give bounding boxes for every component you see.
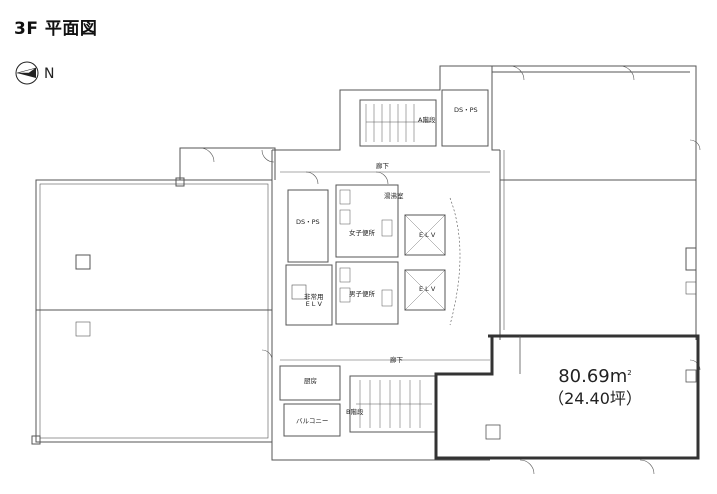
label-service-elv: 非常用 E L V: [304, 293, 324, 308]
left-wing: [35, 179, 273, 443]
highlighted-unit-outline: [434, 334, 700, 460]
label-corridor-top: 廊下: [376, 162, 389, 170]
area-square-meters: 80.69m2: [558, 366, 632, 387]
label-stairs-b: B階段: [346, 408, 364, 416]
label-ds-ps-mid: DS・PS: [296, 218, 320, 226]
label-womens-toilet: 女子便所: [349, 229, 375, 237]
label-cleaning: 湯沸室: [384, 192, 404, 200]
label-stairs-a: A階段: [418, 116, 436, 124]
label-mens-toilet: 男子便所: [349, 290, 375, 298]
page-title: 3F 平面図: [14, 19, 98, 39]
label-elv-1: E L V: [419, 231, 436, 239]
area-label: 80.69m2 （24.40坪）: [530, 362, 660, 410]
label-kitchen: 厨房: [304, 377, 317, 385]
north-arrow-icon: N: [15, 61, 54, 85]
label-balcony: バルコニー: [296, 417, 329, 425]
compass-label: N: [44, 66, 54, 82]
label-corridor-bottom: 廊下: [390, 356, 403, 364]
area-tsubo: （24.40坪）: [548, 389, 642, 408]
label-ds-ps-top: DS・PS: [454, 106, 478, 114]
label-elv-2: E L V: [419, 285, 436, 293]
